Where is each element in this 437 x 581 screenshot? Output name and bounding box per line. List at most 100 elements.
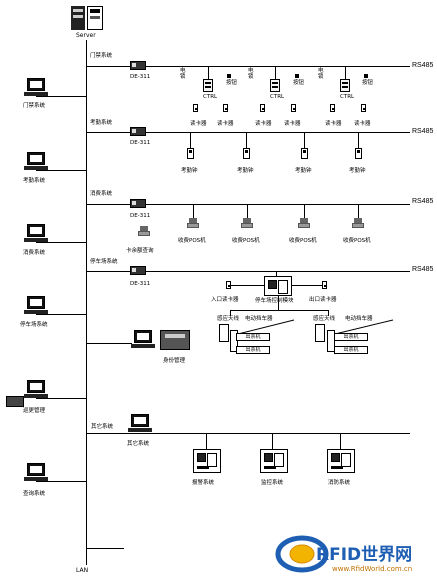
rs485-bus-attendance (146, 132, 410, 133)
card-reader-icon (291, 104, 296, 112)
button-label: 按钮 (226, 80, 238, 86)
electric-lock-label: 电锁 (318, 68, 324, 80)
fire-cabinet-icon (327, 449, 355, 473)
left-terminal-label: 消费系统 (23, 250, 46, 256)
antenna-label: 感应天线 (217, 316, 240, 322)
logo-brand: RFID世界网 (316, 545, 413, 565)
barrier-label: 电动挡车器 (345, 316, 373, 322)
parking-controller-icon (264, 276, 292, 296)
rs485-label: RS485 (412, 266, 434, 273)
access-section-title: 门禁系统 (90, 53, 113, 59)
pos-drop (304, 204, 305, 218)
barrier-label: 电动挡车器 (245, 316, 273, 322)
ctrl-drop (345, 66, 346, 79)
attendance-clock-icon (301, 148, 308, 159)
parking-section-title: 停车场系统 (90, 259, 118, 265)
clock-drop (304, 132, 305, 148)
ticket-sign: 出票机 (236, 346, 270, 354)
reader-label: 读卡器 (190, 121, 207, 127)
clock-drop (246, 132, 247, 148)
ticket-sign: 出票机 (334, 346, 368, 354)
barrier-drop (230, 310, 231, 316)
card-reader-icon (260, 104, 265, 112)
converter-label: DE-311 (130, 74, 151, 80)
controller-to-barrier (278, 296, 279, 310)
barrier-box-icon (230, 330, 238, 352)
pos-drop (193, 204, 194, 218)
access-lan-branch (86, 66, 130, 67)
pos-label: 收费POS机 (289, 238, 317, 244)
reader-label: 读卡器 (217, 121, 234, 127)
button-label: 按钮 (293, 80, 305, 86)
barrier-arm-icon (334, 319, 394, 335)
clock-drop (190, 132, 191, 148)
attendance-section-title: 考勤系统 (90, 120, 113, 126)
ctrl-box-icon (203, 79, 213, 92)
clock-label: 考勤钟 (295, 168, 312, 174)
controller-barrier-span (230, 310, 328, 311)
electric-lock-label: 电锁 (248, 68, 254, 80)
electric-lock-label: 电锁 (180, 68, 186, 80)
rs485-bus-access (146, 66, 410, 67)
other-computer-label: 其它系统 (127, 441, 150, 447)
rs485-bus-consumption (146, 204, 410, 205)
logo-url: www.RfidWorld.com.cn (332, 565, 413, 573)
entry-reader-icon (226, 281, 231, 289)
card-reader-icon (193, 104, 198, 112)
lan-bottom-line (86, 548, 124, 549)
monitor-label: 监控系统 (261, 480, 284, 486)
barrier-arm-icon (237, 319, 295, 335)
fire-drop (340, 433, 341, 449)
exit-reader-icon (322, 281, 327, 289)
ctrl-box-icon (340, 79, 350, 92)
ticket-sign: 出票机 (236, 333, 270, 341)
button-label: 按钮 (362, 80, 374, 86)
pos-drop (358, 204, 359, 218)
alarm-cabinet-icon (193, 449, 221, 473)
left-terminal-label: 停车场系统 (20, 322, 48, 328)
card-reader-icon (223, 104, 228, 112)
antenna-post-icon (219, 324, 229, 342)
left-connector (36, 242, 86, 243)
reader-label: 读卡器 (255, 121, 272, 127)
ctrl-label: CTRL (340, 94, 355, 100)
left-terminal-label: 查询系统 (23, 491, 46, 497)
reader-label: 读卡器 (354, 121, 371, 127)
other-lan-branch (86, 433, 410, 434)
rs485-label: RS485 (412, 62, 434, 69)
rs485-label: RS485 (412, 128, 434, 135)
entry-reader-label: 入口读卡器 (211, 297, 239, 303)
rs485-label: RS485 (412, 198, 434, 205)
converter-de311-icon (130, 266, 146, 275)
converter-de311-icon (130, 199, 146, 208)
pos-drop (247, 204, 248, 218)
consumption-section-title: 消费系统 (90, 191, 113, 197)
parking-controller-drop (276, 271, 277, 276)
clock-label: 考勤钟 (349, 168, 366, 174)
converter-label: DE-311 (130, 281, 151, 287)
balance-query-label: 卡余额查询 (126, 248, 154, 254)
reader-label: 读卡器 (325, 121, 342, 127)
pos-label: 收费POS机 (343, 238, 371, 244)
ctrl-drop (275, 66, 276, 79)
alarm-drop (206, 433, 207, 449)
printer-icon (6, 396, 24, 407)
left-connector (36, 481, 86, 482)
rs485-bus-parking (146, 271, 410, 272)
barrier-drop (328, 310, 329, 316)
exit-link (292, 285, 326, 286)
exit-reader-label: 出口读卡器 (309, 297, 337, 303)
converter-label: DE-311 (130, 213, 151, 219)
converter-de311-icon (130, 61, 146, 70)
converter-de311-icon (130, 127, 146, 136)
id-mgmt-label: 身份管理 (163, 358, 186, 364)
antenna-post-icon (315, 324, 325, 342)
barrier-box-icon (327, 330, 335, 352)
lock-button-icon (295, 74, 299, 78)
alarm-label: 报警系统 (192, 480, 215, 486)
pos-label: 收费POS机 (232, 238, 260, 244)
balance-query-terminal-icon (138, 226, 150, 236)
pos-label: 收费POS机 (178, 238, 206, 244)
clock-drop (358, 132, 359, 148)
ctrl-label: CTRL (203, 94, 218, 100)
